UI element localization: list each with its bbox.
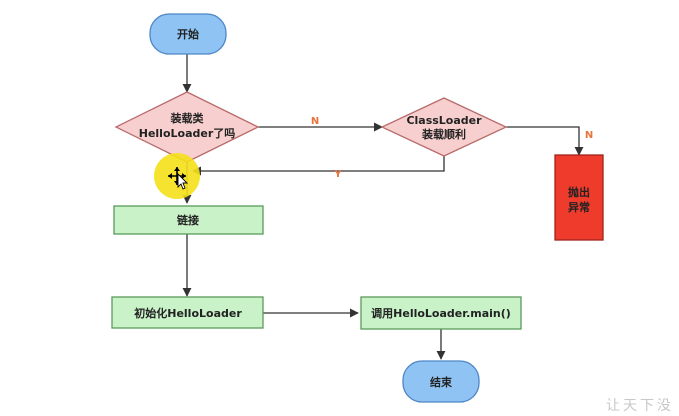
- init-label: 初始化HelloLoader: [134, 306, 242, 320]
- classloader-label-line1: ClassLoader: [406, 114, 482, 127]
- start-node[interactable]: [149, 13, 227, 55]
- load-decision-label-line1: 装载类: [170, 111, 205, 125]
- throw-exception-node[interactable]: [554, 154, 604, 241]
- load-decision-label-line2: HelloLoader了吗: [139, 127, 236, 140]
- link-node[interactable]: [113, 205, 264, 235]
- call-main-label: 调用HelloLoader.main(): [371, 306, 511, 320]
- mouse-cursor: [154, 153, 200, 199]
- edge-label-no-2: N: [585, 130, 593, 141]
- edge-classloader-to-throw: [506, 126, 584, 156]
- throw-exception-label-line1: 抛出: [568, 185, 590, 199]
- start-label: 开始: [177, 27, 199, 41]
- end-label: 结束: [429, 375, 453, 389]
- move-cursor-icon: [168, 167, 189, 190]
- classloader-decision-node[interactable]: [380, 97, 508, 157]
- throw-exception-label-line2: 异常: [568, 200, 590, 214]
- watermark: 让天下没: [606, 398, 674, 414]
- classloader-label-line2: 装载顺利: [421, 127, 466, 141]
- link-label: 链接: [177, 213, 199, 227]
- edge-label-yes: Y: [333, 169, 342, 180]
- edge-classloader-yes-back: [192, 156, 445, 176]
- edge-label-no-1: N: [311, 116, 319, 127]
- init-node[interactable]: [111, 296, 264, 329]
- call-main-node[interactable]: [360, 296, 522, 330]
- end-node[interactable]: [402, 360, 480, 403]
